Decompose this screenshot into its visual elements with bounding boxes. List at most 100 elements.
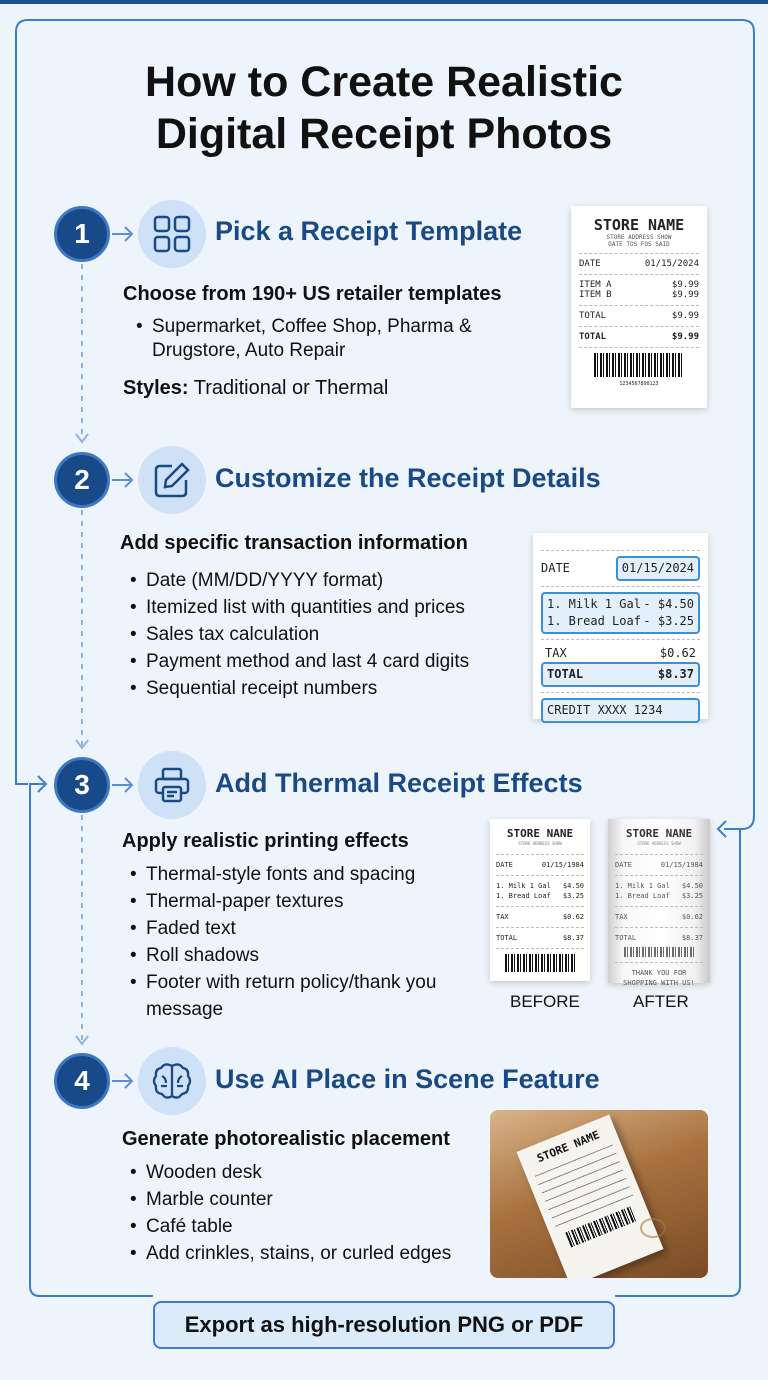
store-name: STORE NAME [593, 216, 685, 234]
tax-value: $0.62 [659, 646, 696, 660]
barcode [594, 353, 684, 377]
step-2-title: Customize the Receipt Details [215, 463, 601, 493]
bullet: Café table [124, 1213, 451, 1240]
total-label: TOTAL [579, 311, 607, 321]
title-line-1: How to Create Realistic [145, 58, 623, 106]
tax-label: TAX [615, 913, 628, 921]
tax-label: TAX [496, 913, 509, 921]
total-value: $8.37 [657, 667, 694, 681]
item-price: - $3.25 [643, 614, 694, 628]
printer-icon [138, 751, 206, 819]
step-4-title: Use AI Place in Scene Feature [215, 1064, 600, 1094]
item-price: $4.50 [681, 882, 703, 890]
after-label: AFTER [633, 992, 689, 1011]
item-price: $9.99 [671, 280, 699, 290]
date-label: DATE [541, 561, 570, 575]
total-field: TOTAL $8.37 [541, 662, 700, 687]
store-address-2: DATE TOS FOS SAID [608, 241, 670, 248]
styles-label: Styles: [123, 377, 189, 399]
bullet: Roll shadows [124, 942, 469, 969]
item-name: 1. Milk 1 Gal [547, 597, 641, 611]
item-name: 1. Milk 1 Gal [615, 882, 670, 890]
brain-icon [138, 1047, 206, 1115]
date-value: 01/15/1984 [660, 861, 703, 869]
step-4-subtitle: Generate photorealistic placement [122, 1128, 450, 1150]
barcode [624, 947, 694, 957]
bullet: Footer with return policy/thank you mess… [124, 969, 469, 1023]
date-label: DATE [496, 861, 513, 869]
date-field: 01/15/2024 [615, 556, 700, 581]
store-address: STORE ADDRESS SHOW [518, 841, 562, 846]
item-name: 1. Milk 1 Gal [496, 882, 551, 890]
item-price: $3.25 [562, 892, 584, 900]
bullet: Wooden desk [124, 1159, 451, 1186]
coffee-stain [640, 1218, 666, 1238]
template-receipt: STORE NAME STORE ADDRESS SHOW DATE TOS F… [571, 206, 707, 408]
store-name: STORE NANE [625, 827, 693, 840]
styles-value: Traditional or Thermal [188, 377, 389, 399]
total-label: TOTAL [496, 934, 518, 942]
date-label: DATE [615, 861, 632, 869]
step-3-subtitle: Apply realistic printing effects [122, 830, 409, 852]
date-value: 01/15/1984 [541, 861, 584, 869]
before-label: BEFORE [510, 992, 580, 1011]
step-1-subtitle: Choose from 190+ US retailer templates [123, 283, 502, 305]
item-name: 1. Bread Loaf [615, 892, 670, 900]
before-receipt: STORE NANE STORE ADDRESS SHOW DATE 01/15/… [490, 819, 590, 981]
store-name: STORE NANE [506, 827, 574, 840]
store-address: STORE ADDRESS SHOW [606, 234, 672, 241]
item-price: - $4.50 [643, 597, 694, 611]
item-name: 1. Bread Loaf [547, 614, 641, 628]
bullet: Date (MM/DD/YYYY format) [124, 567, 469, 594]
scene-photo: STORE NAME [490, 1110, 708, 1278]
bullet: Itemized list with quantities and prices [124, 594, 469, 621]
barcode [505, 954, 575, 972]
step-4-bullets: Wooden deskMarble counterCafé tableAdd c… [124, 1159, 451, 1267]
after-receipt: STORE NANE STORE ADDRESS SHOW DATE 01/15/… [608, 819, 710, 987]
bullet: Marble counter [124, 1186, 451, 1213]
bullet: Sequential receipt numbers [124, 675, 469, 702]
tax-label: TAX [545, 646, 567, 660]
item-price: $9.99 [671, 290, 699, 300]
item-price: $4.50 [562, 882, 584, 890]
date-label: DATE [579, 259, 601, 269]
item-name: ITEM B [579, 290, 612, 300]
total-value: $8.37 [681, 934, 703, 942]
total-label: TOTAL [579, 332, 607, 342]
total-label: TOTAL [547, 667, 584, 681]
export-button[interactable]: Export as high-resolution PNG or PDF [153, 1301, 615, 1349]
step-2-bullets: Date (MM/DD/YYYY format)Itemized list wi… [124, 567, 469, 702]
bullet: Thermal-style fonts and spacing [124, 861, 469, 888]
step-1-bullets: Supermarket, Coffee Shop, Pharma & Drugs… [130, 315, 530, 363]
styles-line: Styles: Traditional or Thermal [123, 377, 388, 400]
flow-lines [15, 19, 755, 1297]
title-line-2: Digital Receipt Photos [155, 110, 613, 158]
step-1-number: 1 [54, 206, 110, 262]
tax-value: $0.62 [681, 913, 703, 921]
total-value: $8.37 [562, 934, 584, 942]
total-label: TOTAL [615, 934, 637, 942]
step-1-title: Pick a Receipt Template [215, 216, 523, 246]
item-name: ITEM A [579, 280, 612, 290]
bullet: Thermal-paper textures [124, 888, 469, 915]
bullet: Payment method and last 4 card digits [124, 648, 469, 675]
payment-field: CREDIT XXXX 1234 [541, 698, 700, 723]
grid-template-icon [138, 200, 206, 268]
step-4-number: 4 [54, 1053, 110, 1109]
bullet: Faded text [124, 915, 469, 942]
step-3-bullets: Thermal-style fonts and spacingThermal-p… [124, 861, 469, 1023]
bullet: Sales tax calculation [124, 621, 469, 648]
item-price: $3.25 [681, 892, 703, 900]
store-address: STORE ADDRESS SHOW [637, 841, 681, 846]
step-2-subtitle: Add specific transaction information [120, 532, 468, 554]
footer-line: SHOPPING WITH US! [623, 979, 695, 987]
date-value: 01/15/2024 [644, 259, 699, 269]
scene-receipt: STORE NAME [516, 1114, 664, 1278]
step-3-title: Add Thermal Receipt Effects [215, 768, 583, 798]
step-3-number: 3 [54, 757, 110, 813]
barcode-number: 1234567890123 [619, 381, 659, 387]
edit-icon [138, 446, 206, 514]
